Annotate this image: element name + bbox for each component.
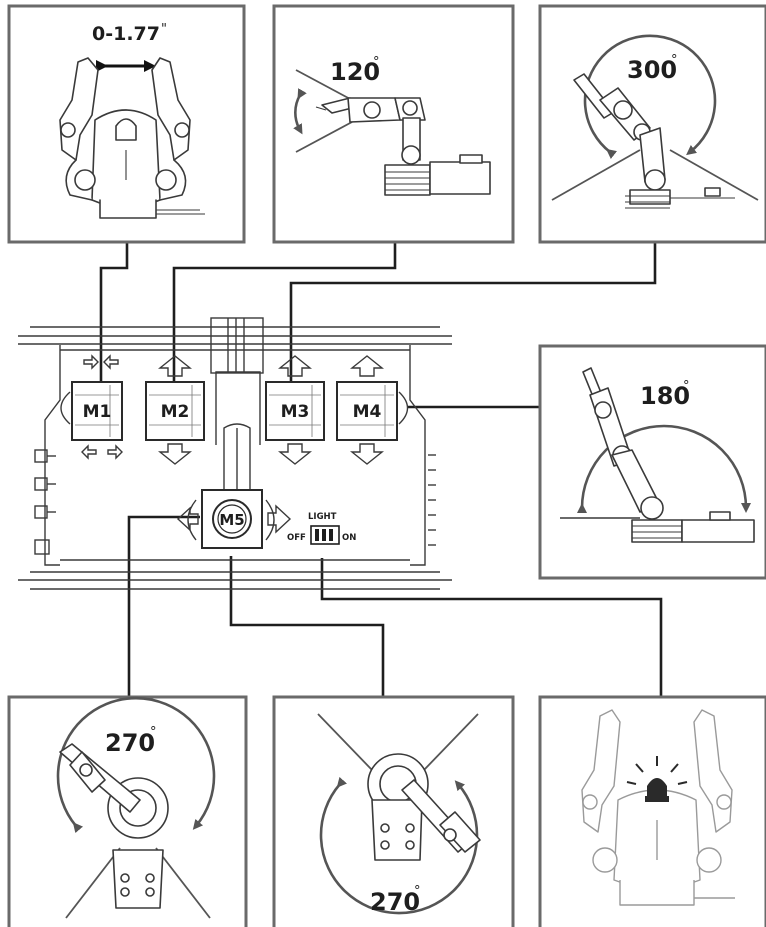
base-left-angle-unit: ° [150, 725, 157, 740]
panel-shoulder-rotation: 180 ° [540, 346, 766, 578]
elbow-angle-unit: ° [671, 53, 678, 68]
motor-m5-label: M5 [219, 511, 244, 529]
m4-up-arrow-icon [352, 356, 382, 376]
m2-down-arrow-icon [160, 444, 190, 464]
panel-base-rotation-left: 270 ° [9, 697, 246, 927]
motor-m4-label: M4 [353, 402, 382, 422]
light-switch-off-label: OFF [287, 533, 306, 543]
m1-close-arrow-icon [104, 356, 118, 368]
side-indicator-4 [35, 540, 49, 554]
wire-m2-wrist [174, 241, 395, 385]
panel-gripper-light [540, 697, 766, 927]
gripper-range-unit: " [161, 22, 167, 37]
panel-elbow-rotation: 300 ° [540, 6, 766, 242]
m3-down-arrow-icon [280, 444, 310, 464]
motor-m1-label: M1 [83, 402, 112, 422]
m3-up-arrow-icon [280, 356, 310, 376]
m1-open-arrow-icon [82, 446, 96, 458]
shoulder-angle-unit: ° [683, 379, 690, 394]
panel-gripper-range: 0-1.77 " [9, 6, 244, 242]
m4-down-arrow-icon [352, 444, 382, 464]
gripper-range-label: 0-1.77 [92, 23, 160, 45]
wrist-angle-unit: ° [373, 55, 380, 70]
m1-close-arrow-icon [84, 356, 98, 368]
motor-m3-switch[interactable]: M3 [266, 356, 324, 464]
elbow-angle-label: 300 [627, 56, 677, 84]
motor-m4-switch[interactable]: M4 [337, 356, 408, 464]
panel-base-rotation-right: 270 ° [274, 697, 513, 927]
wire-m5-base-right [231, 556, 383, 697]
base-right-angle-label: 270 [370, 888, 420, 916]
wire-m5-base-left [129, 517, 200, 697]
m1-open-arrow-icon [108, 446, 122, 458]
base-left-angle-label: 270 [105, 729, 155, 757]
motor-m5-switch[interactable]: M5 [178, 490, 290, 548]
panel-wrist-rotation: 120 ° [274, 6, 513, 242]
light-switch-title: LIGHT [308, 512, 337, 522]
base-right-angle-unit: ° [414, 884, 421, 899]
motor-m2-label: M2 [161, 402, 190, 422]
light-switch[interactable]: LIGHT OFF ON [287, 512, 356, 544]
motor-m1-switch[interactable]: M1 [61, 356, 122, 458]
motor-m3-label: M3 [281, 402, 310, 422]
light-switch-on-label: ON [342, 533, 356, 543]
